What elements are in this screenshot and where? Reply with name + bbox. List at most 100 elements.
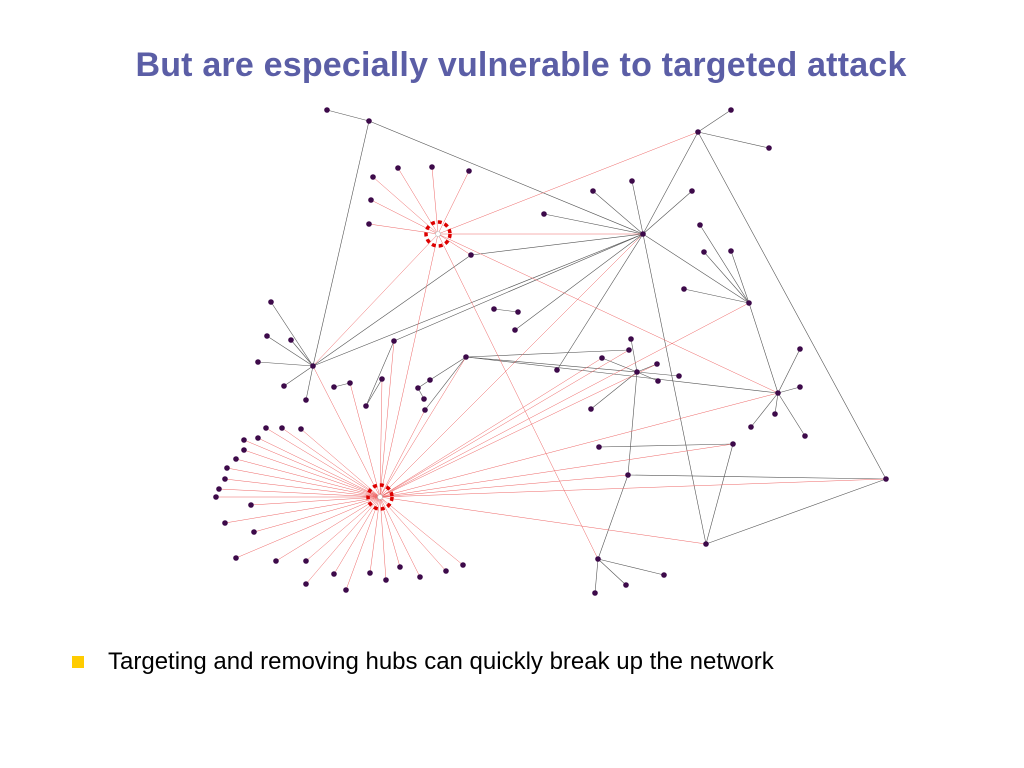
network-node [415, 385, 421, 391]
network-edge [697, 131, 887, 480]
network-edge [312, 233, 644, 367]
hub-edge [379, 378, 383, 498]
network-edge [703, 251, 750, 304]
network-edge [597, 474, 629, 560]
network-node [324, 107, 330, 113]
hub-edge [257, 437, 381, 498]
network-edge [627, 371, 638, 476]
network-edge [594, 558, 599, 594]
network-node [366, 221, 372, 227]
network-edge [465, 349, 630, 358]
hub-edge [243, 439, 381, 498]
network-node [279, 425, 285, 431]
network-node [343, 587, 349, 593]
network-node [468, 252, 474, 258]
network-node [728, 248, 734, 254]
network-node [268, 299, 274, 305]
network-edge [601, 357, 638, 373]
network-node [331, 384, 337, 390]
hub-edge [226, 467, 381, 498]
network-edge [393, 233, 644, 342]
network-edge [699, 224, 750, 304]
network-node [251, 529, 257, 535]
hub-edge [437, 233, 472, 256]
network-node [554, 367, 560, 373]
hub-edge [379, 233, 644, 498]
network-node [592, 590, 598, 596]
network-node [370, 174, 376, 180]
network-node [748, 424, 754, 430]
hub-edge [379, 409, 426, 498]
hub-edge [437, 233, 599, 560]
network-edge [257, 361, 314, 367]
hub-marker-upper [424, 220, 452, 248]
hub-edge [437, 233, 779, 394]
network-edge [636, 371, 659, 382]
network-node [395, 165, 401, 171]
network-node [634, 369, 640, 375]
network-node [460, 562, 466, 568]
network-node [703, 541, 709, 547]
network-node [379, 376, 385, 382]
hub-edge [224, 478, 381, 498]
network-node [273, 558, 279, 564]
network-node [368, 197, 374, 203]
hub-edge [379, 496, 464, 566]
network-edge [597, 558, 665, 576]
hub-edge [379, 302, 750, 498]
hub-edge [431, 166, 439, 235]
network-edge [750, 392, 779, 428]
network-edge [627, 474, 887, 480]
network-node [681, 286, 687, 292]
network-edge [777, 392, 806, 437]
hub-edge [218, 488, 381, 498]
network-node [625, 472, 631, 478]
hub-edge [379, 349, 630, 498]
hub-edge [379, 233, 439, 498]
network-node [303, 397, 309, 403]
attacked-edges [216, 131, 887, 591]
network-edge [424, 356, 467, 411]
network-node [303, 581, 309, 587]
network-node [728, 107, 734, 113]
network-node [654, 361, 660, 367]
network-node [429, 164, 435, 170]
network-edge [642, 233, 707, 545]
network-node [427, 377, 433, 383]
network-node [596, 444, 602, 450]
normal-edges [257, 109, 887, 594]
network-node [463, 354, 469, 360]
bullet-item: Targeting and removing hubs can quickly … [72, 648, 774, 676]
hub-edge [379, 357, 603, 498]
hub-edge [379, 496, 447, 572]
network-edge [683, 288, 750, 304]
hub-edge [312, 365, 381, 498]
network-node [281, 383, 287, 389]
hub-edge [379, 392, 779, 498]
network-node [367, 570, 373, 576]
network-node [263, 425, 269, 431]
hub-edge [379, 478, 887, 498]
network-node [222, 520, 228, 526]
network-node [746, 300, 752, 306]
removed-hub-node [435, 231, 441, 237]
network-node [241, 437, 247, 443]
network-node [491, 306, 497, 312]
network-edge [465, 356, 638, 373]
network-node [515, 309, 521, 315]
network-node [676, 373, 682, 379]
hub-edge [379, 363, 658, 498]
network-node [541, 211, 547, 217]
network-edge [642, 190, 693, 235]
network-edge [697, 131, 770, 149]
network-node [347, 380, 353, 386]
network-edge [705, 443, 734, 545]
network-edge [774, 392, 779, 415]
network-edge [777, 386, 801, 394]
network-edge [598, 443, 734, 448]
network-node [655, 378, 661, 384]
network-node [391, 338, 397, 344]
network-edge [283, 365, 314, 387]
hub-edge [281, 427, 381, 498]
network-node [640, 231, 646, 237]
